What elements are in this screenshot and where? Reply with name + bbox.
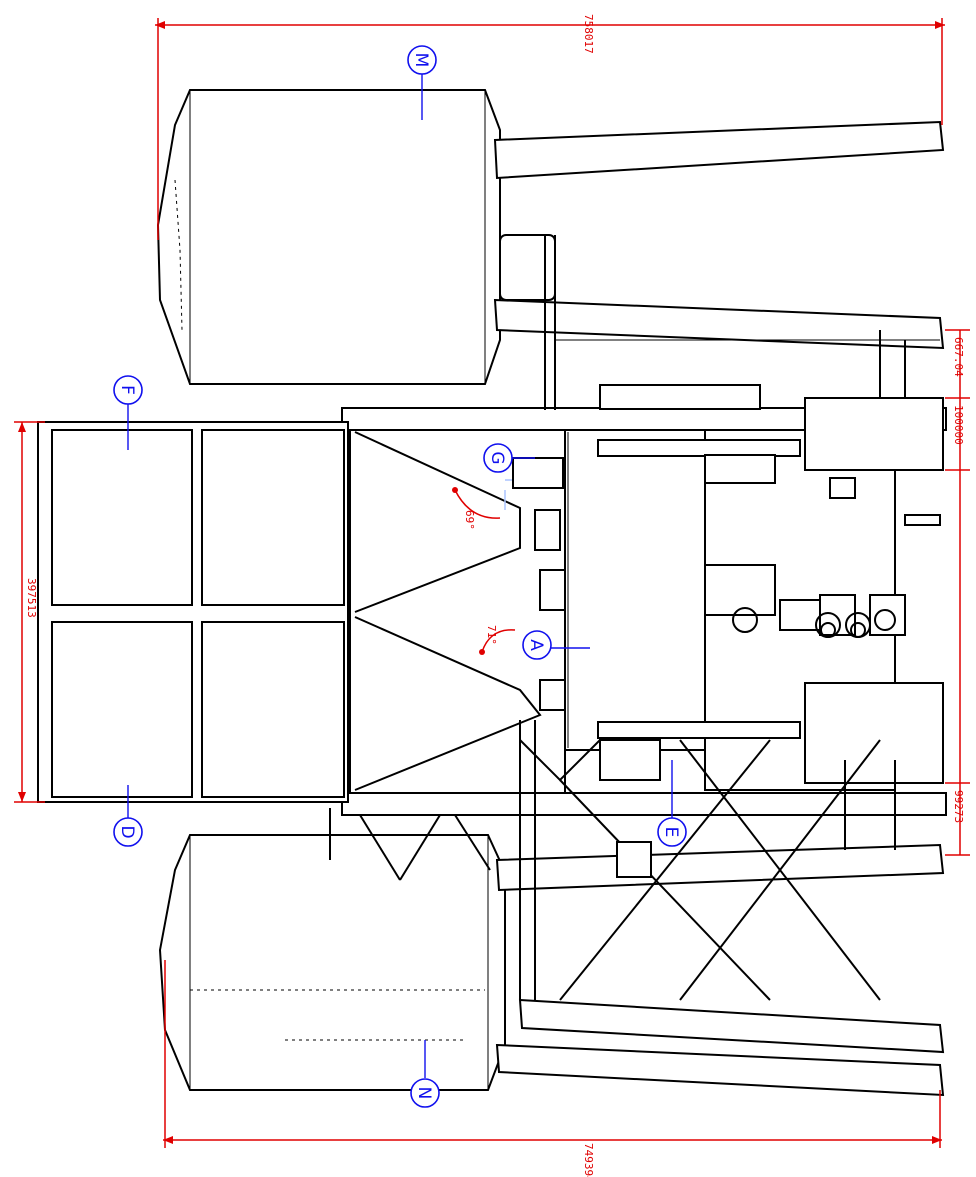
silo-m xyxy=(156,89,556,385)
dim-right-upper-label: 667.04 xyxy=(952,337,965,377)
dim-bottom: 749394 xyxy=(163,960,942,1177)
dim-bottom-label: 749394 xyxy=(582,1143,595,1177)
callout-e: E xyxy=(657,760,687,847)
cross-bracing xyxy=(329,720,896,1001)
dim-right-lower-label: 99273 xyxy=(952,790,965,823)
dim-right-middle-label: 100000 xyxy=(952,405,965,445)
silo-n-legs xyxy=(495,843,945,1097)
callout-e-label: E xyxy=(661,827,681,838)
callout-g-label: G xyxy=(487,451,507,464)
callout-a-label: A xyxy=(526,639,546,651)
angle-lower-label: 71° xyxy=(485,625,498,645)
main-frame xyxy=(341,235,947,816)
dim-left: 397513 xyxy=(14,421,45,803)
callout-n: N xyxy=(410,1040,440,1108)
callout-g: G xyxy=(483,443,535,473)
callout-m: M xyxy=(407,45,437,120)
silo-m-legs xyxy=(493,120,945,350)
callout-d-label: D xyxy=(117,825,137,838)
silo-n xyxy=(158,834,506,1091)
dim-left-label: 397513 xyxy=(25,578,38,618)
angle-upper: 69° xyxy=(452,487,501,530)
callout-f: F xyxy=(113,375,143,450)
panel-frame xyxy=(37,421,349,803)
dim-top: 758017 xyxy=(155,14,945,240)
callout-m-label: M xyxy=(411,53,431,68)
angle-lower: 71° xyxy=(479,625,516,655)
angle-upper-label: 69° xyxy=(463,510,476,530)
dim-top-label: 758017 xyxy=(582,14,595,54)
callout-a: A xyxy=(522,630,590,660)
dim-right: 667.04 100000 99273 xyxy=(945,329,970,856)
callout-f-label: F xyxy=(117,385,137,395)
callout-n-label: N xyxy=(414,1087,434,1100)
callout-d: D xyxy=(113,785,143,847)
